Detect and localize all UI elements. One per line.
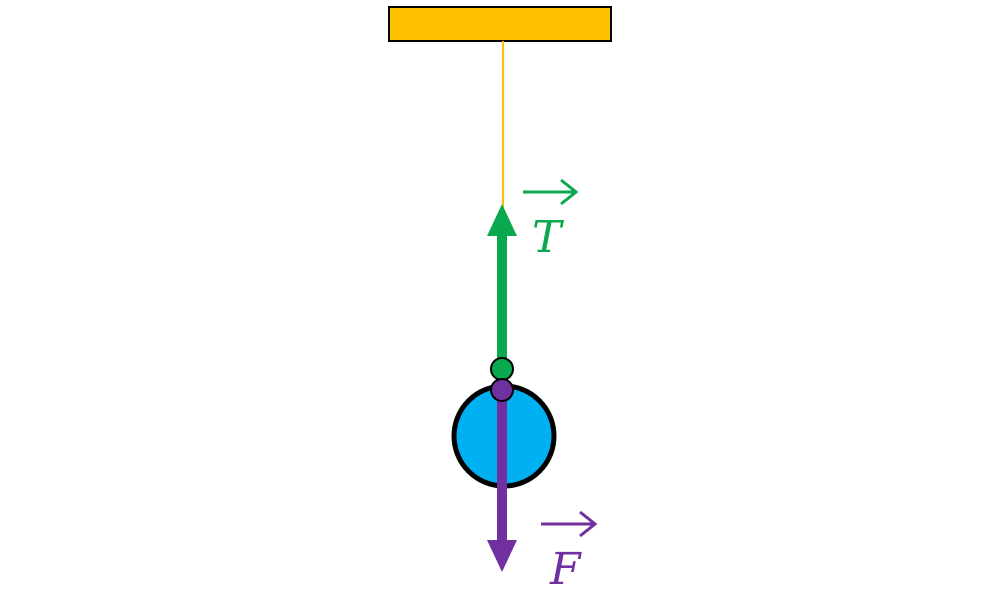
gravity-vector-arrow-icon <box>541 510 598 538</box>
ceiling-support <box>388 6 612 42</box>
gravity-label: F <box>541 510 598 593</box>
gravity-arrowhead <box>487 540 517 572</box>
tension-application-point <box>490 357 514 381</box>
tension-label: T <box>523 178 579 263</box>
gravity-label-text: F <box>549 544 582 593</box>
gravity-vector <box>487 390 517 572</box>
gravity-application-point <box>490 378 514 402</box>
tension-vector-arrow-icon <box>523 178 579 206</box>
tension-arrowhead <box>487 204 517 236</box>
tension-vector <box>487 204 517 368</box>
tension-label-text: T <box>532 212 565 263</box>
